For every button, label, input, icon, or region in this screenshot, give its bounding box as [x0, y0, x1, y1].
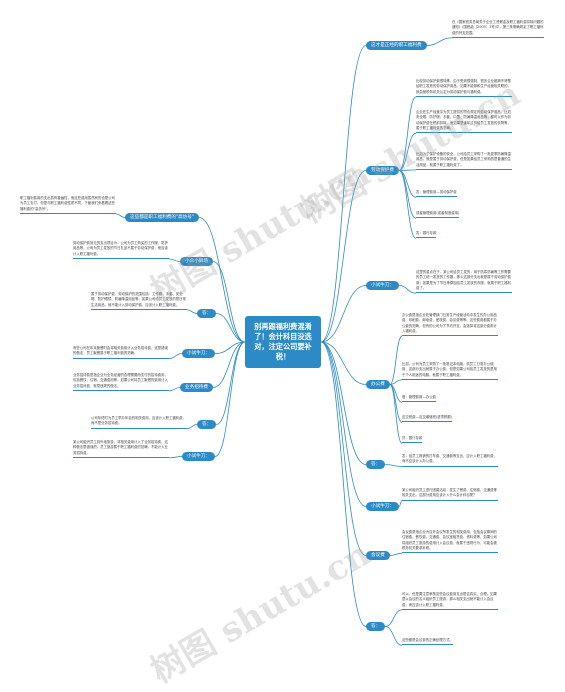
edge-leaf-exercise-1-text — [398, 285, 417, 294]
branch-office-fee[interactable]: 办公费 — [366, 380, 390, 389]
leaf-entertainment-text: 业务招待费是指企业为业务经营的合理需要而支付的招待费用，包括餐饮、住宿、交通费用… — [73, 373, 169, 391]
leaf-answer-2-note: 这些都是会议费的正确处理方式。 — [402, 638, 453, 646]
edge-leaf-office-example — [389, 379, 403, 385]
leaf-answer-4-text: 公司年终时为员工举办年会的相关费用，应该计入职工福利费，而不是业务招待费。 — [91, 416, 187, 429]
leaf-office-entry-2: 应交税费—应交增值税(进项税额) — [402, 415, 453, 423]
leaf-exercise-4-text: 某公司组织员工到外地旅游，将相关费用计入了业务招待费，这种做法是错误的，员工旅游… — [73, 440, 169, 458]
branch-exercise-3[interactable]: 小试牛刀： — [182, 349, 215, 358]
branch-answer-1[interactable]: 答： — [366, 460, 386, 469]
edge-leaf-answer-2-text — [385, 609, 403, 627]
leaf-exercise-3-text: 有些公司在年末聚餐时会将相关费用计入业务招待费，这是错误的做法，员工聚餐属于职工… — [73, 346, 169, 359]
branch-meeting-fee[interactable]: 会议费 — [366, 551, 390, 560]
leaf-labor-entry-1: 答：管理费用—劳动保护费 — [416, 190, 457, 198]
branch-welfare-fee[interactable]: 这才是正经的职工福利费 — [366, 41, 427, 50]
leaf-answer-1-text: 答：给员工报销的打车费、交通费等支出，应计入职工福利费，而不应该计入办公费。 — [402, 454, 498, 467]
edge-leaf-welfare-definition — [426, 37, 453, 46]
connector-lines — [115, 37, 453, 646]
edge-leaf-office-definition — [389, 335, 403, 385]
edge-branch-answer-1 — [320, 341, 367, 465]
leaf-office-entry-3: 贷：银行存款 — [402, 436, 423, 444]
root-topic[interactable]: 别再跟福利费混淆了！会计科目没选对，注定公司要补税！ — [245, 316, 321, 368]
leaf-exercise-2-text: 某公司组织员工进行团建活动，发生了餐费、住宿费、交通费等相关支出，这部分费用应该… — [402, 488, 498, 501]
edge-branch-entertainment-fee — [212, 341, 246, 388]
branch-imitations[interactable]: 这些都是职工福利费的"高仿号" — [125, 213, 199, 222]
edge-leaf-exercise-2-text — [398, 500, 403, 507]
branch-labor-protection[interactable]: 劳动保护费 — [366, 166, 399, 175]
edge-leaf-entertainment-text — [168, 387, 181, 392]
leaf-office-definition: 办公费是指企业在管理部门日常生产经营活动中发生的办公用品费、印刷费、邮电费、差旅… — [402, 313, 498, 337]
edge-leaf-exercise-3-text — [168, 353, 183, 359]
edge-leaf-office-entry-3 — [389, 384, 403, 444]
edge-branch-answer-2 — [320, 341, 367, 627]
branch-entertainment-fee[interactable]: 业务招待费 — [180, 383, 213, 392]
edge-branch-meeting-fee — [320, 341, 367, 556]
leaf-meeting-definition: 会议费是指企业为召开会议所发生的相关费用，包括会议期间的住宿费、餐饮费、交通费、… — [402, 530, 498, 554]
leaf-exercise-1-text: 这里的重点在于，某公司给员工发的，用于防寒防暑等工作需要的员工统一发放的工作服，… — [416, 270, 512, 294]
branch-answer-3[interactable]: 答： — [197, 309, 217, 318]
edge-branch-exercise-2 — [320, 341, 367, 507]
edge-branch-answer-3 — [216, 313, 246, 343]
leaf-labor-entry-3: 答：银行存款 — [416, 231, 437, 239]
leaf-office-example: 比如，公司为员工采购了一批笔记本电脑，供员工日常办公使用，这部分支出就属于办公费… — [402, 362, 498, 380]
edge-leaf-meeting-definition — [389, 552, 403, 556]
branch-exercise-4[interactable]: 小试牛刀： — [182, 452, 215, 461]
edge-branch-exercise-4 — [214, 341, 246, 457]
leaf-labor-entry-2: 或者管理费用(或者制造费用) — [416, 211, 460, 219]
edge-leaf-labor-entry-3 — [398, 170, 417, 239]
edge-leaf-labor-intro — [398, 96, 417, 171]
edge-branch-exercise-1 — [320, 285, 367, 343]
branch-answer-4[interactable]: 答： — [197, 420, 217, 429]
branch-niche-topic[interactable]: 小众小鲜场 — [180, 257, 213, 266]
leaf-answer-2-text: 可以，但是要注意审核这些会议费用支出是否真实、合理。如果是以会议的名义组织员工旅… — [402, 592, 498, 610]
leaf-answer-3-text: 属于劳动保护费，劳动保护的范围包括：工作服、手套、安全帽、防护眼镜、防暑降温用品… — [91, 292, 187, 310]
edge-leaf-answer-2-note — [385, 626, 403, 646]
edge-leaf-answer-1-text — [385, 464, 403, 467]
edge-leaf-answer-4-text — [186, 424, 198, 429]
branch-exercise-2[interactable]: 小试牛刀： — [366, 502, 399, 511]
edge-branch-labor-protection — [320, 170, 367, 343]
edge-leaf-imitations-intro — [115, 213, 126, 218]
edge-leaf-niche-text — [168, 258, 181, 262]
leaf-labor-scope: 企业在生产经营中为员工提供的符合规定的劳动保护用品，比如安全帽、防护服、手套、口… — [416, 110, 512, 134]
edge-leaf-labor-entry-2 — [398, 170, 417, 219]
leaf-office-entry-1: 借：管理费用—办公费 — [402, 395, 436, 403]
leaf-welfare-definition: 在《国家税务总局关于企业工资薪金及职工福利费扣除问题的通知》(国税函〔2009〕… — [452, 20, 544, 38]
edge-leaf-labor-example — [398, 169, 417, 171]
leaf-niche-text: 劳动保护费常见的支出项目为：公司为员工购买的工作服、防护用品等，公司为员工发放的… — [73, 241, 169, 259]
edge-branch-imitations — [198, 217, 246, 343]
leaf-labor-example: 比如为了保护设备的安全，公司给员工采购了一批夏季防暑降温用品，就是属于劳动保护费… — [416, 152, 512, 170]
leaf-labor-intro: 比较劳动保护费很特殊，由于受到很强制，很多企业都搞不清楚给职工发放的劳动保护用品… — [416, 79, 512, 97]
leaf-imitations-intro: 职工福利费用的支出具有普遍性，而这些费用虽然有的也是公司为员工支付，但是与职工福… — [20, 196, 116, 214]
branch-answer-2[interactable]: 答： — [366, 622, 386, 631]
edge-branch-niche-topic — [212, 261, 246, 343]
edge-branch-welfare-fee — [320, 45, 367, 343]
edge-leaf-answer-3-text — [186, 309, 198, 314]
edge-leaf-exercise-4-text — [168, 456, 183, 459]
branch-exercise-1[interactable]: 小试牛刀： — [366, 281, 399, 290]
edge-branch-office-fee — [320, 341, 367, 385]
edge-leaf-labor-scope — [398, 132, 417, 171]
